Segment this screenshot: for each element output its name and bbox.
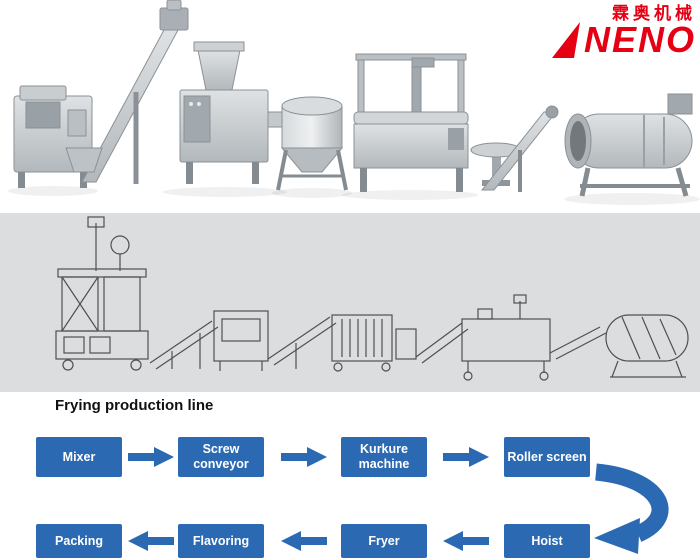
arrow-right-icon <box>281 447 327 467</box>
logo-chinese-text: 霖奥机械 <box>612 4 696 23</box>
mixer-machine <box>13 85 93 188</box>
logo: 霖奥机械 NENO <box>524 4 696 61</box>
arrow-left-icon <box>281 531 327 551</box>
section-heading: Frying production line <box>55 397 214 414</box>
schematic-section <box>0 213 700 392</box>
machinery-photo-section <box>0 0 700 213</box>
extruder-machine <box>179 41 287 184</box>
arrow-left-icon <box>128 531 174 551</box>
schematic-drawing <box>55 216 689 381</box>
flow-box-kurkure-machine: Kurkure machine <box>341 437 427 477</box>
flow-box-fryer: Fryer <box>341 524 427 558</box>
screw-conveyor-machine <box>65 0 189 184</box>
arrow-right-icon <box>443 447 489 467</box>
flow-box-flavoring: Flavoring <box>178 524 264 558</box>
flavoring-drum-machine <box>564 93 693 197</box>
hoist-conveyor <box>470 105 559 192</box>
fryer-machine <box>353 53 469 192</box>
arrow-right-icon <box>128 447 174 467</box>
flow-box-screw-conveyor: Screw conveyor <box>178 437 264 477</box>
curved-arrow-icon <box>594 463 669 554</box>
flow-box-packing: Packing <box>36 524 122 558</box>
flow-box-roller-screen: Roller screen <box>504 437 590 477</box>
logo-flag-icon <box>551 22 580 59</box>
flow-box-hoist: Hoist <box>504 524 590 558</box>
hopper-tank <box>276 96 348 191</box>
machinery-photo-illustration <box>8 0 700 205</box>
logo-brand-text: NENO <box>583 19 696 61</box>
flow-box-mixer: Mixer <box>36 437 122 477</box>
arrow-left-icon <box>443 531 489 551</box>
